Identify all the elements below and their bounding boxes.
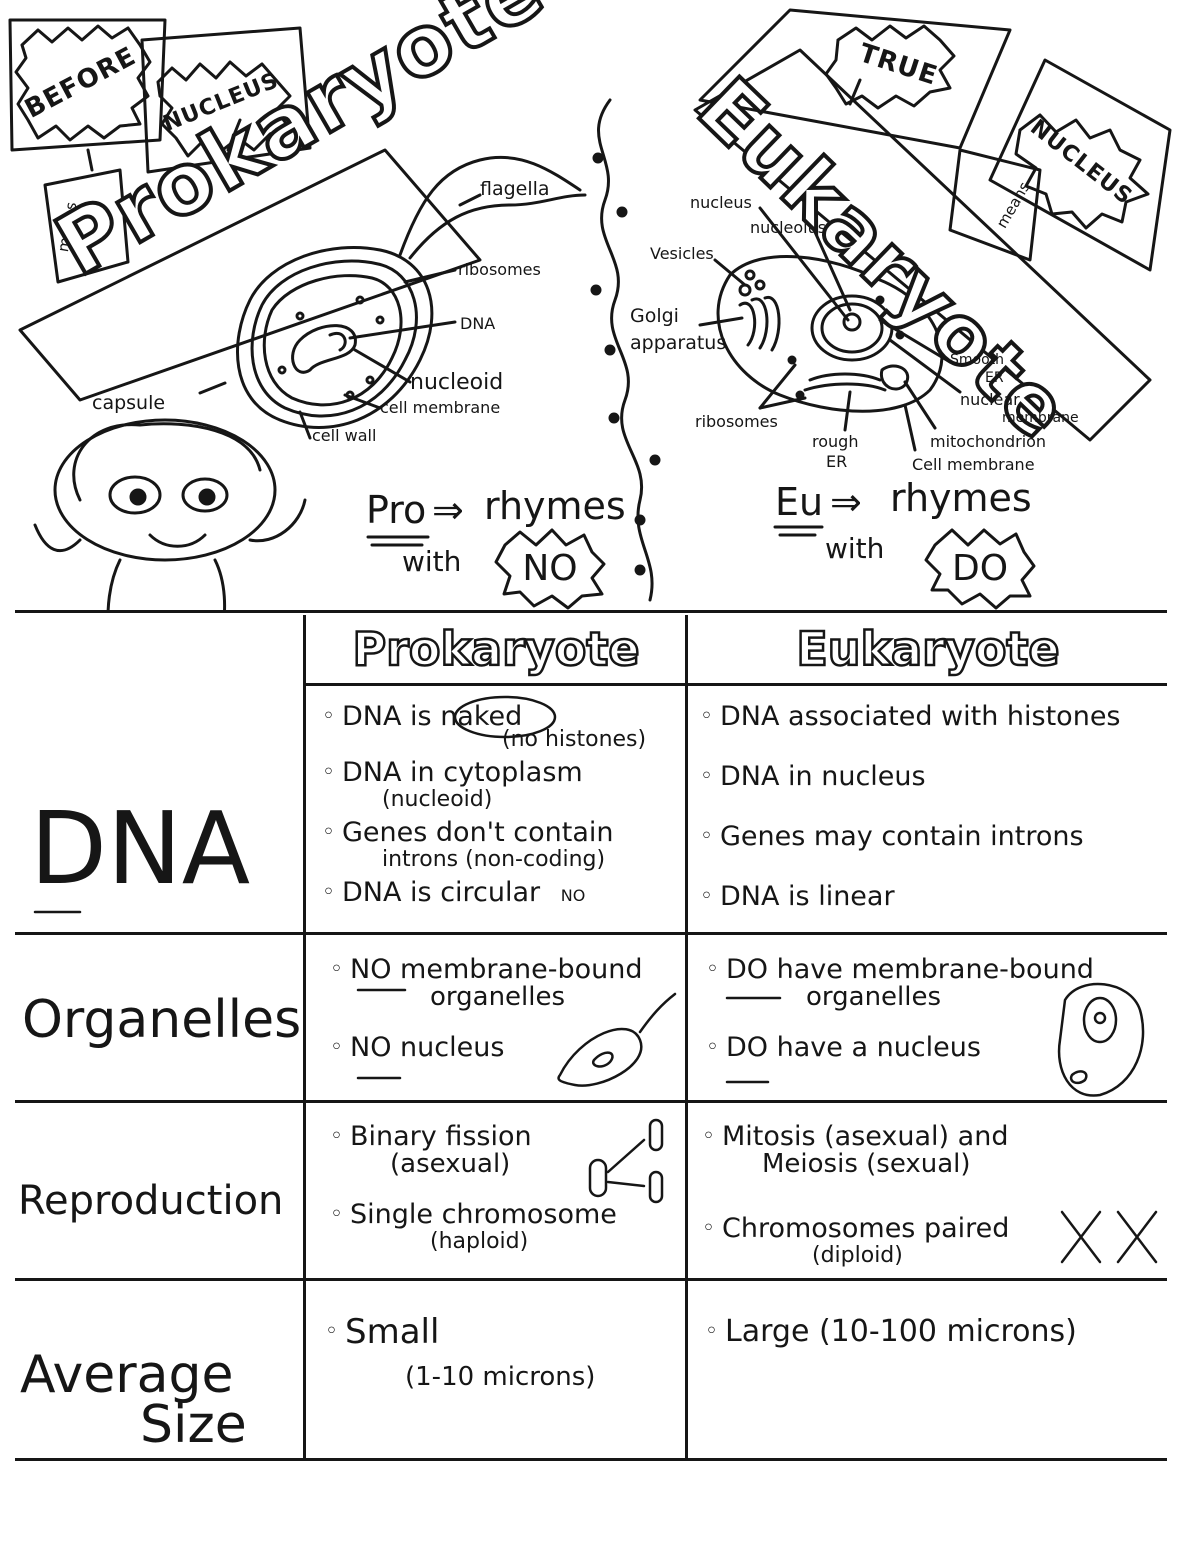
prokaryote-band bbox=[18, 148, 482, 402]
label-capsule: capsule bbox=[92, 392, 166, 414]
means-connector-right bbox=[948, 148, 1042, 262]
no-stamp: NO bbox=[560, 886, 586, 905]
label-cell-membrane-pro: cell membrane bbox=[380, 398, 501, 417]
cell-size-prokaryote: Small(1-10 microns) bbox=[325, 1312, 675, 1408]
label-smooth-er-2: ER bbox=[985, 370, 1004, 386]
list-item: Genes may contain introns bbox=[700, 822, 1160, 853]
before-box bbox=[8, 18, 167, 152]
label-nucleus-eu: nucleus bbox=[690, 193, 752, 212]
rule-reproduction bbox=[15, 1278, 1167, 1281]
list-item: DNA is circular NO bbox=[322, 878, 682, 911]
list-item: DNA associated with histones bbox=[700, 702, 1160, 733]
cell-dna-eukaryote: DNA associated with histones DNA in nucl… bbox=[700, 702, 1160, 926]
cell-dna-prokaryote: DNA is naked(no histones) DNA in cytopla… bbox=[322, 702, 682, 925]
list-item: Large (10-100 microns) bbox=[705, 1312, 1165, 1352]
row-header-reproduction: Reproduction bbox=[18, 1178, 284, 1224]
row-header-organelles: Organelles bbox=[22, 990, 302, 1050]
label-ribosomes-pro: ribosomes bbox=[458, 260, 541, 279]
label-nucleoid: nucleoid bbox=[410, 370, 504, 395]
wavy-divider bbox=[597, 98, 654, 602]
row-header-average: Average bbox=[20, 1345, 234, 1405]
pro-rhymes: rhymes bbox=[484, 484, 626, 528]
means-connector-left bbox=[43, 168, 130, 284]
list-item: Single chromosome(haploid) bbox=[330, 1200, 680, 1254]
label-nuclear-membrane-2: membrane bbox=[1002, 410, 1079, 426]
label-ribosomes-eu: ribosomes bbox=[695, 412, 778, 431]
pro-no-word: NO bbox=[522, 548, 578, 589]
pro-arrow: ⇒ bbox=[432, 488, 464, 532]
pro-prefix: Pro bbox=[366, 488, 427, 532]
rule-organelles bbox=[15, 1100, 1167, 1103]
label-mitochondrion: mitochondrion bbox=[930, 432, 1047, 451]
eukaryote-band bbox=[693, 48, 1152, 442]
list-item: Binary fission(asexual) bbox=[330, 1122, 680, 1178]
no-burst bbox=[494, 528, 606, 610]
character-drawing bbox=[33, 418, 307, 610]
label-rough-er-1: rough bbox=[812, 432, 859, 451]
label-cell-membrane-eu: Cell membrane bbox=[912, 455, 1035, 474]
cell-size-eukaryote: Large (10-100 microns) bbox=[705, 1312, 1165, 1366]
eukaryote-cell-drawing bbox=[698, 206, 962, 452]
nucleus-box-right bbox=[988, 58, 1172, 272]
list-item: Small(1-10 microns) bbox=[325, 1312, 675, 1394]
rule-bottom bbox=[15, 1458, 1167, 1461]
cell-reproduction-prokaryote: Binary fission(asexual) Single chromosom… bbox=[330, 1122, 680, 1268]
list-item: DO have a nucleus bbox=[706, 1033, 1066, 1064]
header-illustration bbox=[8, 8, 1172, 610]
list-item: DNA is naked(no histones) bbox=[322, 702, 682, 752]
list-item: DNA in cytoplasm(nucleoid) bbox=[322, 758, 682, 812]
rule-top bbox=[15, 610, 1167, 613]
nucleus-burst-right bbox=[1014, 113, 1150, 230]
label-golgi-2: apparatus bbox=[630, 332, 727, 354]
label-vesicles: Vesicles bbox=[650, 244, 714, 263]
label-smooth-er-1: Smooth bbox=[950, 352, 1005, 368]
nucleus-burst-left bbox=[156, 60, 292, 158]
list-item: DNA is linear bbox=[700, 882, 1160, 913]
label-nuclear-membrane-1: nuclear bbox=[960, 390, 1020, 409]
rule-dna bbox=[15, 932, 1167, 935]
true-box bbox=[698, 8, 1012, 150]
eu-with: with bbox=[825, 532, 885, 565]
before-burst bbox=[14, 24, 152, 142]
prokaryote-cell-drawing bbox=[198, 155, 587, 440]
label-cell-wall: cell wall bbox=[312, 426, 377, 445]
pro-with: with bbox=[402, 545, 462, 578]
true-burst bbox=[824, 24, 956, 110]
row-header-size: Size bbox=[140, 1395, 247, 1455]
do-burst bbox=[924, 528, 1036, 610]
label-golgi-1: Golgi bbox=[630, 305, 679, 327]
rule-col-1 bbox=[303, 615, 306, 1458]
eu-arrow: ⇒ bbox=[830, 480, 862, 524]
rule-header bbox=[305, 683, 1167, 686]
eu-prefix: Eu bbox=[775, 480, 824, 524]
label-flagella: flagella bbox=[480, 178, 550, 200]
column-header-eukaryote: Eukaryote bbox=[795, 621, 1061, 678]
eu-do-word: DO bbox=[951, 548, 1009, 589]
row-header-dna: DNA bbox=[30, 790, 251, 907]
list-item: DNA in nucleus bbox=[700, 762, 1160, 793]
column-header-prokaryote: Prokaryote bbox=[351, 621, 641, 678]
label-rough-er-2: ER bbox=[826, 452, 848, 471]
nucleus-box-left bbox=[140, 26, 312, 174]
list-item: Chromosomes paired(diploid) bbox=[702, 1214, 1162, 1268]
label-nucleolus: nucleolus bbox=[750, 218, 827, 237]
label-dna-pro: DNA bbox=[460, 314, 496, 333]
eu-rhymes: rhymes bbox=[890, 476, 1032, 520]
list-item: NO nucleus bbox=[330, 1033, 680, 1064]
rule-col-2 bbox=[685, 615, 688, 1458]
